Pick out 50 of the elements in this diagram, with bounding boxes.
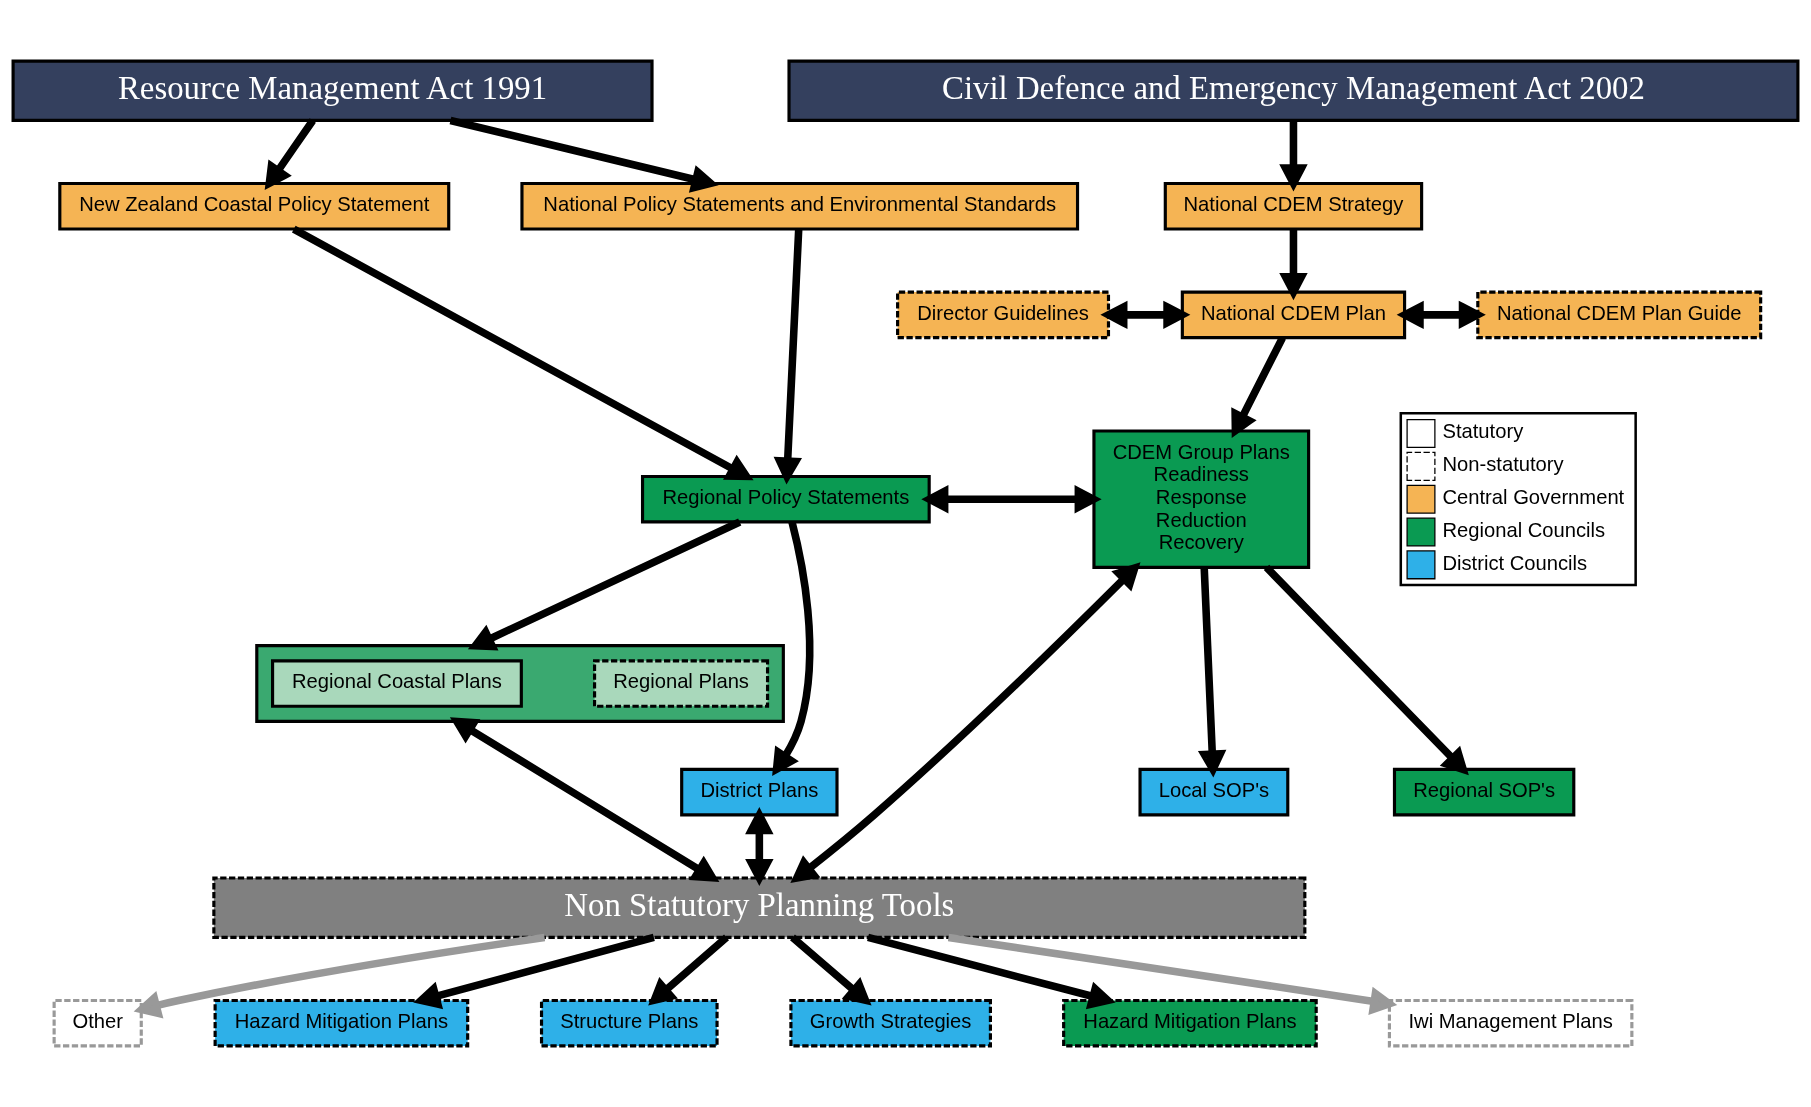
arrow <box>867 933 1116 1010</box>
node-box: Iwi Management Plans <box>1387 998 1634 1048</box>
arrow <box>1396 300 1486 330</box>
arrow <box>413 933 655 1010</box>
arrow <box>921 485 1102 514</box>
arrow <box>467 518 742 651</box>
node-box: National CDEM Plan Guide <box>1476 290 1763 340</box>
node-box: Resource Management Act 1991 <box>11 59 654 122</box>
legend-label: Non-statutory <box>1442 453 1564 476</box>
node-box: National Policy Statements and Environmental Standards <box>520 181 1080 231</box>
arrow <box>648 934 729 1006</box>
node-box: Non Statutory Planning Tools <box>212 876 1307 939</box>
arrow <box>1197 567 1227 778</box>
legend-label: Regional Councils <box>1442 518 1606 541</box>
arrow <box>291 225 754 481</box>
node-box: Growth Strategies <box>789 998 992 1048</box>
legend-label: Central Government <box>1442 486 1625 508</box>
arrow <box>1279 229 1308 301</box>
arrow <box>790 562 1141 883</box>
arrow <box>790 934 872 1006</box>
arrow <box>1263 564 1469 776</box>
node-box: Local SOP's <box>1138 767 1290 817</box>
legend-label: District Councils <box>1442 551 1588 574</box>
arrow <box>947 933 1398 1015</box>
arrow <box>745 807 774 886</box>
arrow <box>264 118 316 190</box>
legend-label: Statutory <box>1442 420 1524 443</box>
node-box: Hazard Mitigation Plans <box>1062 998 1318 1048</box>
cluster <box>255 644 785 724</box>
node-box: District Plans <box>680 767 839 817</box>
arrow <box>1279 120 1308 192</box>
node-box: CDEM Group Plans Readiness Response Reduction Recovery <box>1092 429 1311 569</box>
arrow <box>449 717 720 882</box>
node-box: Hazard Mitigation Plans <box>213 998 470 1048</box>
node-box: New Zealand Coastal Policy Statement <box>58 181 451 231</box>
node-box: Regional Plans <box>592 659 770 708</box>
arrow <box>1100 300 1191 330</box>
node-box: Director Guidelines <box>896 290 1111 340</box>
node-box: Civil Defence and Emergency Management Act 2002 <box>787 59 1800 122</box>
node-box: Regional Coastal Plans <box>271 659 523 708</box>
node-box: Regional Policy Statements <box>640 474 931 524</box>
node-box: Other <box>52 998 143 1048</box>
node-box: National CDEM Strategy <box>1163 181 1424 231</box>
node-box: Regional SOP's <box>1392 767 1576 817</box>
node-box: National CDEM Plan <box>1180 290 1407 340</box>
arrow <box>772 521 814 776</box>
node-box: Structure Plans <box>539 998 719 1048</box>
arrow <box>133 933 546 1019</box>
arrow <box>449 116 719 193</box>
arrow <box>773 229 803 485</box>
